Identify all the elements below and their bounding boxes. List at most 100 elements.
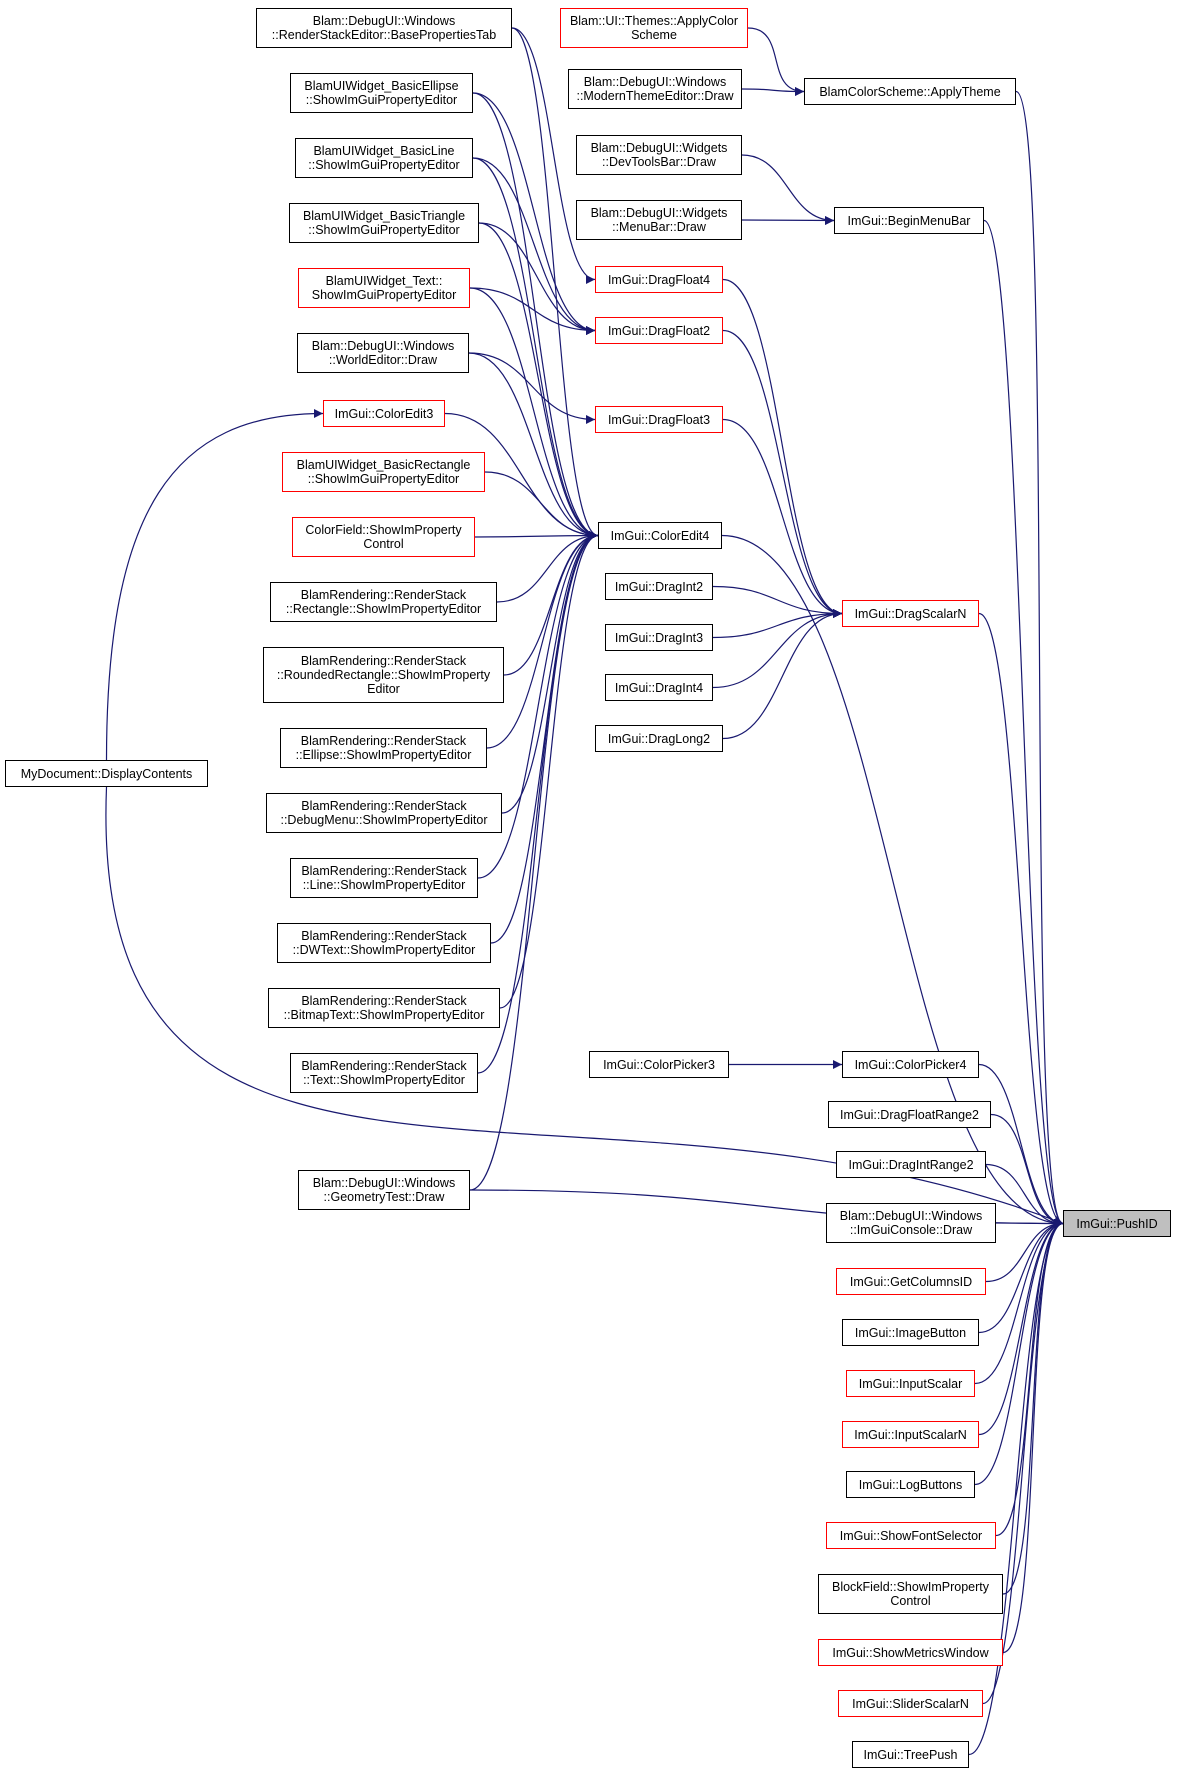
node-geometry-test-draw[interactable]: Blam::DebugUI::Windows ::GeometryTest::D… bbox=[298, 1170, 470, 1210]
node-render-stack-ellipse-editor[interactable]: BlamRendering::RenderStack ::Ellipse::Sh… bbox=[280, 728, 487, 768]
node-begin-menu-bar[interactable]: ImGui::BeginMenuBar bbox=[834, 207, 984, 234]
node-basic-rectangle-property-editor[interactable]: BlamUIWidget_BasicRectangle ::ShowImGuiP… bbox=[282, 452, 485, 492]
node-world-editor-draw[interactable]: Blam::DebugUI::Windows ::WorldEditor::Dr… bbox=[297, 333, 469, 373]
edge-n29-to-n35 bbox=[712, 609, 843, 639]
node-text-property-editor[interactable]: BlamUIWidget_Text:: ShowImGuiPropertyEdi… bbox=[298, 268, 470, 308]
node-color-picker4[interactable]: ImGui::ColorPicker4 bbox=[842, 1051, 979, 1078]
edge-n4-to-n25 bbox=[478, 222, 596, 335]
edge-n22-to-n34 bbox=[741, 154, 835, 225]
node-apply-theme[interactable]: BlamColorScheme::ApplyTheme bbox=[804, 78, 1016, 105]
node-render-stack-dwtext-editor[interactable]: BlamRendering::RenderStack ::DWText::Sho… bbox=[277, 923, 491, 963]
node-render-stack-text-editor[interactable]: BlamRendering::RenderStack ::Text::ShowI… bbox=[290, 1053, 478, 1093]
edge-n8-to-n27 bbox=[484, 471, 599, 540]
node-drag-int4[interactable]: ImGui::DragInt4 bbox=[605, 674, 713, 701]
node-menu-bar-draw[interactable]: Blam::DebugUI::Widgets ::MenuBar::Draw bbox=[576, 200, 742, 240]
node-push-id: ImGui::PushID bbox=[1063, 1210, 1171, 1237]
edge-n4-to-n27 bbox=[478, 222, 599, 540]
node-input-scalar[interactable]: ImGui::InputScalar bbox=[846, 1370, 975, 1397]
node-log-buttons[interactable]: ImGui::LogButtons bbox=[846, 1471, 975, 1498]
node-block-field-property-control[interactable]: BlockField::ShowImProperty Control bbox=[818, 1574, 1003, 1614]
node-drag-long2[interactable]: ImGui::DragLong2 bbox=[595, 725, 723, 752]
node-slider-scalar-n[interactable]: ImGui::SliderScalarN bbox=[838, 1690, 983, 1717]
node-modern-theme-editor-draw[interactable]: Blam::DebugUI::Windows ::ModernThemeEdit… bbox=[568, 69, 742, 109]
edge-n5-to-n25 bbox=[469, 287, 596, 335]
node-color-picker3[interactable]: ImGui::ColorPicker3 bbox=[589, 1051, 729, 1078]
edge-n11-to-n27 bbox=[503, 531, 599, 676]
node-basic-line-property-editor[interactable]: BlamUIWidget_BasicLine ::ShowImGuiProper… bbox=[295, 138, 473, 178]
node-dev-tools-bar-draw[interactable]: Blam::DebugUI::Widgets ::DevToolsBar::Dr… bbox=[576, 135, 742, 175]
node-my-document-display-contents[interactable]: MyDocument::DisplayContents bbox=[5, 760, 208, 787]
edge-n46-to-n50 bbox=[1002, 1219, 1064, 1595]
edge-n24-to-n35 bbox=[722, 278, 843, 618]
edge-n36-to-n50 bbox=[978, 1063, 1064, 1228]
node-tree-push[interactable]: ImGui::TreePush bbox=[852, 1741, 969, 1768]
node-drag-int3[interactable]: ImGui::DragInt3 bbox=[605, 624, 713, 651]
node-render-stack-editor-base-properties-tab[interactable]: Blam::DebugUI::Windows ::RenderStackEdit… bbox=[256, 8, 512, 48]
edge-n12-to-n27 bbox=[486, 531, 599, 749]
edge-n27-to-n50 bbox=[721, 534, 1064, 1228]
edge-n45-to-n50 bbox=[995, 1219, 1064, 1537]
edge-n23-to-n34 bbox=[741, 215, 835, 225]
edge-n34-to-n50 bbox=[983, 219, 1064, 1228]
node-drag-float-range2[interactable]: ImGui::DragFloatRange2 bbox=[828, 1101, 991, 1128]
edge-n38-to-n50 bbox=[985, 1163, 1064, 1228]
node-drag-int-range2[interactable]: ImGui::DragIntRange2 bbox=[836, 1151, 986, 1178]
edge-n13-to-n27 bbox=[501, 531, 599, 814]
node-drag-scalar-n[interactable]: ImGui::DragScalarN bbox=[842, 600, 979, 627]
node-color-edit3[interactable]: ImGui::ColorEdit3 bbox=[323, 400, 445, 427]
edge-n19-to-n7 bbox=[105, 409, 324, 761]
edge-n1-to-n24 bbox=[511, 27, 596, 284]
edge-n9-to-n27 bbox=[474, 531, 599, 541]
edge-n15-to-n27 bbox=[490, 531, 599, 944]
node-drag-int2[interactable]: ImGui::DragInt2 bbox=[605, 573, 713, 600]
edge-n18-to-n27 bbox=[469, 531, 599, 1191]
edge-n6-to-n26 bbox=[468, 352, 596, 424]
edge-n2-to-n25 bbox=[472, 92, 596, 335]
node-basic-triangle-property-editor[interactable]: BlamUIWidget_BasicTriangle ::ShowImGuiPr… bbox=[289, 203, 479, 243]
edge-n33-to-n50 bbox=[1015, 90, 1064, 1228]
node-render-stack-debug-menu-editor[interactable]: BlamRendering::RenderStack ::DebugMenu::… bbox=[266, 793, 502, 833]
edge-n35-to-n50 bbox=[978, 612, 1064, 1228]
edge-n25-to-n35 bbox=[722, 329, 843, 618]
edge-n2-to-n27 bbox=[472, 92, 599, 540]
edge-n20-to-n33 bbox=[747, 27, 805, 96]
node-drag-float3[interactable]: ImGui::DragFloat3 bbox=[595, 406, 723, 433]
edge-n30-to-n35 bbox=[712, 609, 843, 689]
edge-n37-to-n50 bbox=[990, 1113, 1064, 1228]
edge-n41-to-n50 bbox=[978, 1219, 1064, 1334]
node-render-stack-line-editor[interactable]: BlamRendering::RenderStack ::Line::ShowI… bbox=[290, 858, 478, 898]
node-drag-float2[interactable]: ImGui::DragFloat2 bbox=[595, 317, 723, 344]
node-apply-color-scheme[interactable]: Blam::UI::Themes::ApplyColor Scheme bbox=[560, 8, 748, 48]
node-render-stack-rounded-rectangle-editor[interactable]: BlamRendering::RenderStack ::RoundedRect… bbox=[263, 647, 504, 703]
edge-n5-to-n27 bbox=[469, 287, 599, 540]
edge-n31-to-n35 bbox=[722, 609, 843, 740]
node-basic-ellipse-property-editor[interactable]: BlamUIWidget_BasicEllipse ::ShowImGuiPro… bbox=[290, 73, 473, 113]
edge-n40-to-n50 bbox=[985, 1219, 1064, 1283]
edge-n48-to-n50 bbox=[982, 1219, 1064, 1705]
node-input-scalar-n[interactable]: ImGui::InputScalarN bbox=[842, 1421, 979, 1448]
edge-n1-to-n27 bbox=[511, 27, 599, 540]
edge-n26-to-n35 bbox=[722, 418, 843, 618]
edge-n3-to-n25 bbox=[472, 157, 596, 335]
edge-n21-to-n33 bbox=[741, 86, 805, 96]
edge-n49-to-n50 bbox=[968, 1219, 1064, 1756]
node-color-field-property-control[interactable]: ColorField::ShowImProperty Control bbox=[292, 517, 475, 557]
node-get-columns-id[interactable]: ImGui::GetColumnsID bbox=[836, 1268, 986, 1295]
node-render-stack-rectangle-editor[interactable]: BlamRendering::RenderStack ::Rectangle::… bbox=[270, 582, 497, 622]
edge-n28-to-n35 bbox=[712, 585, 843, 618]
edge-n10-to-n27 bbox=[496, 531, 599, 603]
node-drag-float4[interactable]: ImGui::DragFloat4 bbox=[595, 266, 723, 293]
edge-n16-to-n27 bbox=[499, 531, 599, 1009]
node-color-edit4[interactable]: ImGui::ColorEdit4 bbox=[598, 522, 722, 549]
node-render-stack-bitmap-text-editor[interactable]: BlamRendering::RenderStack ::BitmapText:… bbox=[268, 988, 500, 1028]
edge-n14-to-n27 bbox=[477, 531, 599, 879]
edge-n6-to-n27 bbox=[468, 352, 599, 540]
edge-n42-to-n50 bbox=[974, 1219, 1064, 1385]
node-show-metrics-window[interactable]: ImGui::ShowMetricsWindow bbox=[818, 1639, 1003, 1666]
edge-n39-to-n50 bbox=[995, 1218, 1064, 1228]
node-image-button[interactable]: ImGui::ImageButton bbox=[842, 1319, 979, 1346]
node-show-font-selector[interactable]: ImGui::ShowFontSelector bbox=[826, 1522, 996, 1549]
node-imgui-console-draw[interactable]: Blam::DebugUI::Windows ::ImGuiConsole::D… bbox=[826, 1203, 996, 1243]
edge-n3-to-n27 bbox=[472, 157, 599, 540]
